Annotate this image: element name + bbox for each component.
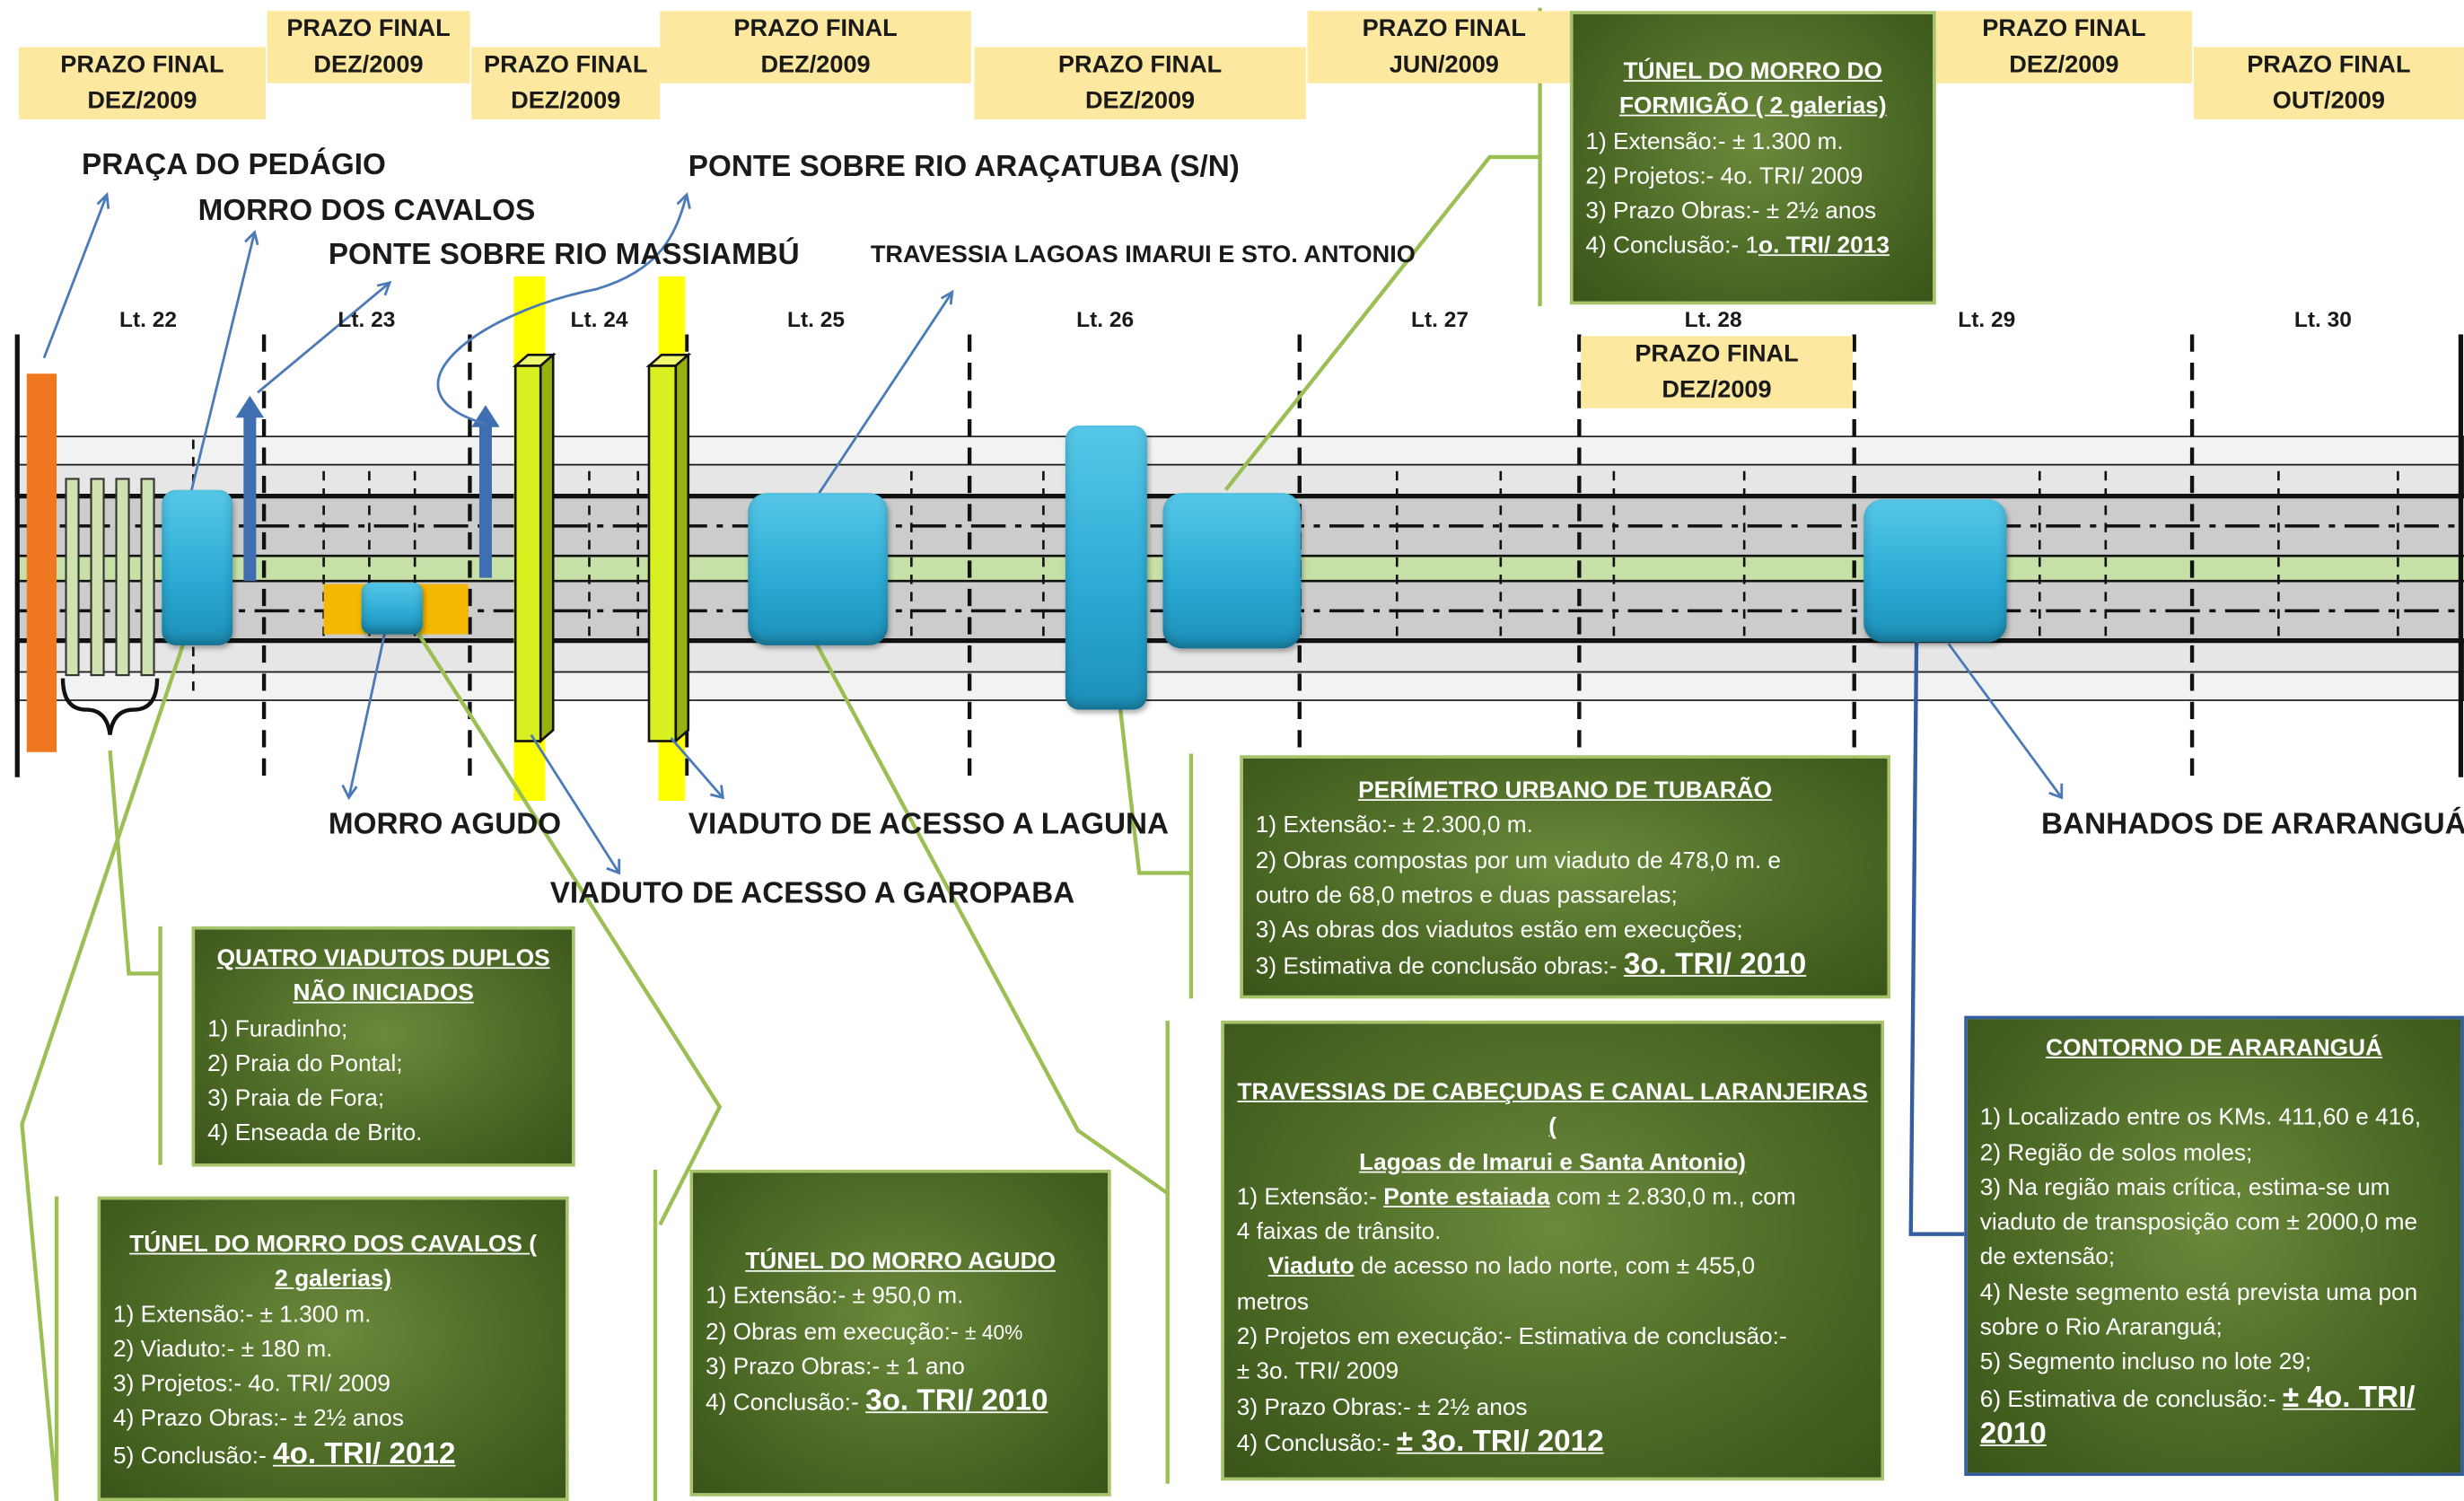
- viaducts-brace: [60, 678, 160, 735]
- lot-label-24: Lt. 24: [570, 306, 628, 332]
- label-morro-agudo: MORRO AGUDO: [328, 808, 562, 842]
- label-ponte-massiambu: PONTE SOBRE RIO MASSIAMBÚ: [328, 238, 800, 272]
- tunnel-morro-cavalos-block: [162, 489, 233, 645]
- lot-label-27: Lt. 27: [1411, 306, 1469, 332]
- info-box-perimetro-tubarao: PERÍMETRO URBANO DE TUBARÃO 1) Extensão:…: [1240, 755, 1890, 999]
- ararangua-connector: [1908, 577, 1965, 1236]
- lot-label-23: Lt. 23: [338, 306, 396, 332]
- label-travessia-lagoas: TRAVESSIA LAGOAS IMARUI E STO. ANTONIO: [870, 241, 1416, 269]
- four-viaducts: [65, 478, 155, 677]
- info-box-tunel-morro-cavalos: TÚNEL DO MORRO DOS CAVALOS ( 2 galerias)…: [97, 1196, 569, 1501]
- travessia-lagoas-block: [748, 493, 889, 645]
- lot-label-30: Lt. 30: [2293, 306, 2352, 332]
- lot-label-22: Lt. 22: [119, 306, 178, 332]
- perimetro-tubarao-block: [1065, 425, 1147, 710]
- info-box-tunel-formigao: TÚNEL DO MORRO DO FORMIGÃO ( 2 galerias)…: [1569, 11, 1936, 305]
- tunnel-morro-formigao-block: [1162, 493, 1302, 649]
- info-box-tunel-morro-agudo: TÚNEL DO MORRO AGUDO 1) Extensão:- ± 950…: [689, 1170, 1111, 1497]
- road-outer-band-top: [14, 435, 2464, 466]
- bridge-aracatuba: [645, 352, 692, 744]
- label-ponte-aracatuba: PONTE SOBRE RIO ARAÇATUBA (S/N): [688, 150, 1240, 184]
- toll-plaza-marker: [26, 373, 57, 752]
- info-box-quatro-viadutos: QUATRO VIADUTOS DUPLOS NÃO INICIADOS 1) …: [191, 926, 575, 1167]
- lot-label-29: Lt. 29: [1958, 306, 2016, 332]
- blue-double-arrow-1: [235, 395, 265, 582]
- pointer-arrows: [42, 191, 2064, 875]
- label-banhados-ararangua: BANHADOS DE ARARANGUÁ: [2041, 808, 2464, 842]
- info-box-travessias-cabecudas: TRAVESSIAS DE CABEÇUDAS E CANAL LARANJEI…: [1221, 1020, 1884, 1481]
- road-outer-band-bottom: [14, 671, 2464, 701]
- label-praca-pedagio: PRAÇA DO PEDÁGIO: [82, 149, 386, 182]
- callout-connectors: [20, 7, 1542, 1501]
- bridge-massiambu: [512, 352, 557, 744]
- contorno-ararangua-block: [1863, 499, 2007, 643]
- lot-label-28: Lt. 28: [1684, 306, 1742, 332]
- lot-label-26: Lt. 26: [1076, 306, 1135, 332]
- lot-label-25: Lt. 25: [787, 306, 846, 332]
- info-box-contorno-ararangua: CONTORNO DE ARARANGUÁ 1) Localizado entr…: [1964, 1015, 2464, 1477]
- label-viaduto-laguna: VIADUTO DE ACESSO A LAGUNA: [688, 808, 1170, 842]
- label-viaduto-garopaba: VIADUTO DE ACESSO A GAROPABA: [549, 877, 1075, 911]
- tunnel-morro-agudo-block: [361, 582, 423, 635]
- label-morro-cavalos: MORRO DOS CAVALOS: [197, 194, 536, 228]
